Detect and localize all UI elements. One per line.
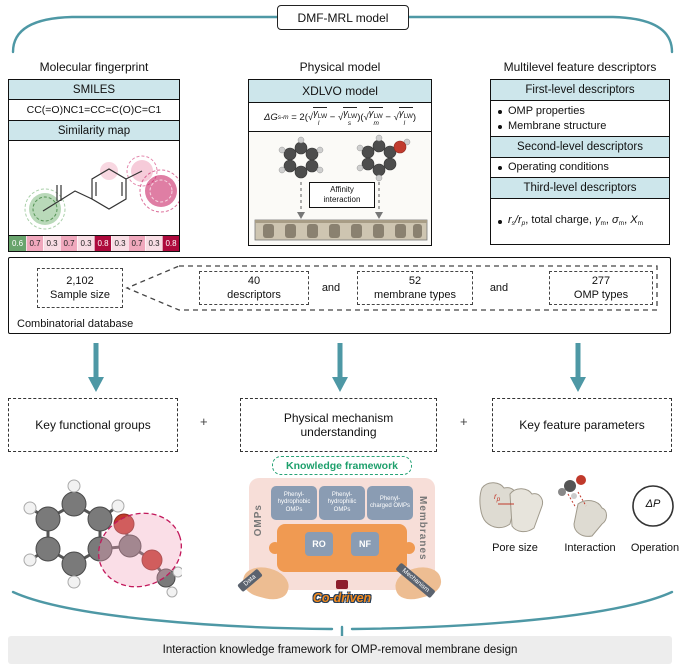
plus-sign: + — [460, 414, 468, 429]
third-level-formula: rs/rp, total charge, γm, σm, Xm — [508, 213, 643, 227]
and-label: and — [321, 282, 341, 294]
bullet-icon — [498, 124, 502, 129]
descriptor-item: rs/rp, total charge, γm, σm, Xm — [498, 213, 643, 231]
smiles-header: SMILES — [9, 80, 179, 100]
key-functional-groups-box: Key functional groups — [8, 398, 178, 452]
fingerprint-cell: 0.8 — [162, 236, 179, 251]
sample-size-box: 2,102 Sample size — [37, 268, 123, 308]
model-title: DMF-MRL model — [277, 5, 409, 30]
descriptor-item: Membrane structure — [498, 119, 662, 134]
molecule-membrane-drawing — [254, 134, 428, 241]
second-level-header: Second-level descriptors — [491, 137, 669, 158]
co-driven-label: Co-driven — [312, 591, 372, 605]
co-driven-icon — [336, 580, 348, 589]
third-level-items: rs/rp, total charge, γm, σm, Xm — [491, 199, 669, 244]
descriptor-item: Operating conditions — [498, 160, 609, 175]
database-caption: Combinatorial database — [17, 318, 134, 330]
bullet-icon — [498, 165, 502, 170]
eq-lhs: ΔG — [263, 111, 278, 123]
fingerprint-column-title: Molecular fingerprint — [39, 60, 149, 74]
phenyl-charged-piece: Phenyl-charged OMPs — [367, 486, 413, 520]
bullet-icon — [498, 109, 502, 114]
feature-parameters: rp ΔP Pore size Interaction Operation — [470, 468, 682, 568]
pore-shape-icon — [509, 488, 543, 533]
fingerprint-cell: 0.7 — [128, 236, 145, 251]
phenyl-hydrophilic-piece: Phenyl-hydrophilic OMPs — [319, 486, 365, 520]
phenyl-hydrophobic-piece: Phenyl-hydrophobic OMPs — [271, 486, 317, 520]
fingerprint-cell: 0.3 — [145, 236, 162, 251]
fingerprint-cell: 0.3 — [43, 236, 60, 251]
interaction-surface-icon — [573, 500, 607, 537]
top-brace-left — [11, 15, 279, 54]
operation-label: Operation — [630, 542, 680, 554]
omp-types-box: 277 OMP types — [549, 271, 653, 305]
first-level-items: OMP properties Membrane structure — [491, 101, 669, 137]
bullet-icon — [498, 219, 502, 224]
descriptors-count-box: 40 descriptors — [199, 271, 309, 305]
smiles-value: CC(=O)NC1=CC=C(O)C=C1 — [9, 100, 179, 121]
membranes-vertical-label: Membranes — [417, 496, 428, 561]
fingerprint-cell: 0.3 — [111, 236, 128, 251]
multilevel-panel: First-level descriptors OMP properties M… — [490, 79, 670, 245]
pore-size-label: Pore size — [492, 542, 538, 554]
fingerprint-panel: SMILES CC(=O)NC1=CC=C(O)C=C1 Similarity … — [8, 79, 180, 252]
database-band: 2,102 Sample size 40 descriptors and 52 … — [8, 257, 671, 334]
plus-sign: + — [200, 414, 208, 429]
interaction-molecule-icon — [564, 480, 576, 492]
delta-p-symbol: ΔP — [645, 498, 661, 510]
puzzle-knob-icon — [269, 542, 281, 554]
membrane-types-box: 52 membrane types — [357, 271, 473, 305]
similarity-map-illustration — [9, 141, 179, 236]
feature-drawings — [479, 475, 674, 537]
physical-column-title: Physical model — [299, 60, 381, 74]
third-level-header: Third-level descriptors — [491, 178, 669, 199]
fingerprint-heat-row: 0.6 0.7 0.3 0.7 0.3 0.8 0.3 0.7 0.3 0.8 — [9, 236, 179, 251]
interaction-label: Interaction — [564, 542, 616, 554]
fingerprint-cell: 0.3 — [77, 236, 94, 251]
fingerprint-cell: 0.8 — [94, 236, 111, 251]
footer-banner: Interaction knowledge framework for OMP-… — [8, 636, 672, 664]
operation-circle-icon — [632, 485, 674, 527]
key-feature-parameters-box: Key feature parameters — [492, 398, 672, 452]
and-label: and — [489, 282, 509, 294]
fingerprint-cell: 0.6 — [9, 236, 26, 251]
down-arrow-icon — [88, 343, 586, 392]
fingerprint-cell: 0.7 — [26, 236, 43, 251]
omps-vertical-label: OMPs — [253, 504, 264, 537]
multilevel-column-title: Multilevel feature descriptors — [503, 60, 657, 74]
ro-piece: RO — [305, 532, 333, 556]
affinity-interaction-label: Affinity interaction — [309, 182, 375, 208]
affinity-illustration: Affinity interaction — [249, 132, 431, 245]
fingerprint-cell: 0.7 — [60, 236, 77, 251]
similarity-map-header: Similarity map — [9, 121, 179, 141]
physical-mechanism-box: Physical mechanism understanding — [240, 398, 437, 452]
nf-piece: NF — [351, 532, 379, 556]
xdlvo-header: XDLVO model — [249, 80, 431, 103]
top-brace-right — [405, 15, 674, 54]
functional-group-molecule-illustration — [23, 479, 182, 598]
puzzle-knob-icon — [403, 542, 415, 554]
second-level-items: Operating conditions — [491, 158, 669, 178]
pore-radius-annotation: rp — [494, 492, 501, 503]
knowledge-framework: Knowledge framework OMPs Membranes Pheny… — [235, 456, 449, 608]
knowledge-framework-title: Knowledge framework — [272, 456, 412, 475]
similarity-map-drawing — [24, 155, 179, 230]
membrane-puzzle-piece — [277, 524, 407, 572]
first-level-header: First-level descriptors — [491, 80, 669, 101]
descriptor-item: OMP properties — [498, 104, 662, 119]
